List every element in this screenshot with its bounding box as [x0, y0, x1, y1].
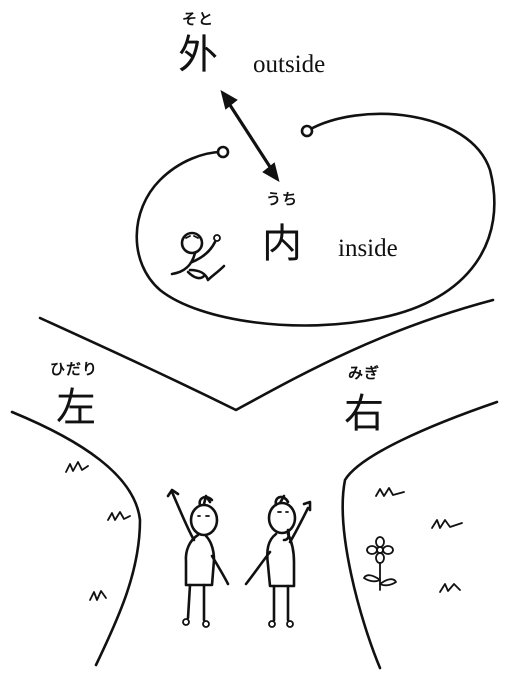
outside-english: outside — [253, 51, 326, 78]
right-furigana: みぎ — [348, 364, 381, 382]
sitting-figure-icon — [170, 231, 226, 282]
grass-icon — [65, 461, 463, 601]
flower-icon — [363, 536, 397, 591]
inside-kanji: 内 — [262, 221, 302, 267]
inside-english: inside — [338, 235, 398, 262]
outside-furigana: そと — [182, 10, 215, 28]
inside-furigana: うち — [266, 190, 299, 208]
road-left-edge — [10, 410, 142, 667]
road-top-edge — [38, 298, 495, 412]
right-kanji: 右 — [344, 391, 384, 437]
outside-kanji: 外 — [178, 32, 218, 78]
person-left-icon — [166, 488, 230, 628]
left-furigana: ひだり — [50, 360, 99, 378]
oval-end-dot — [300, 124, 314, 138]
oval-boundary — [135, 112, 496, 327]
left-kanji: 左 — [56, 385, 96, 431]
oval-end-dot — [216, 145, 230, 159]
road-right-edge — [341, 400, 499, 670]
double-arrow-icon — [220, 89, 280, 183]
person-right-icon — [244, 494, 312, 628]
